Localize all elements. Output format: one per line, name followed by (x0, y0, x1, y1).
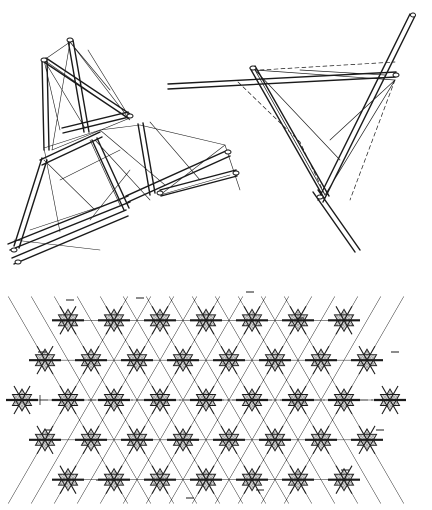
shaded-triangle (241, 473, 263, 492)
tensegrity-cluster-drawing (7, 37, 241, 265)
shaded-triangle (218, 354, 240, 373)
shaded-triangle (287, 473, 309, 492)
shaded-triangle (149, 314, 171, 333)
shaded-triangle (103, 314, 125, 333)
shaded-triangle (287, 314, 309, 333)
tensegrity-tripod-drawing (167, 12, 416, 253)
strut-bar (289, 306, 307, 335)
shaded-triangle (80, 433, 102, 452)
strut-bar (243, 306, 261, 335)
grid-line (260, 296, 382, 504)
strut-bar (266, 425, 284, 455)
dashed-cables (237, 61, 396, 201)
shaded-triangle (287, 394, 309, 412)
shaded-triangle (34, 354, 56, 373)
strut-bar (197, 385, 215, 415)
strut-bar (59, 465, 77, 494)
shaded-triangle (356, 433, 378, 452)
strut-bar (197, 465, 215, 494)
tensegrity-plan-grid (6, 291, 406, 504)
strut-bar (82, 345, 100, 375)
shaded-triangle (356, 354, 378, 373)
shaded-triangle (195, 473, 217, 492)
strut-bar (36, 425, 54, 455)
strut-bar (36, 345, 54, 375)
strut-bar (243, 465, 261, 494)
shaded-triangle (264, 433, 286, 452)
tripod-cables (254, 69, 396, 196)
shaded-triangle (103, 473, 125, 492)
shaded-triangle (264, 354, 286, 373)
shaded-triangle (195, 314, 217, 333)
strut-bar (381, 385, 399, 415)
strut-bar (312, 425, 330, 455)
shaded-triangle (195, 394, 217, 412)
shaded-triangle (310, 433, 332, 452)
shaded-triangle (172, 433, 194, 452)
shaded-triangle (241, 394, 263, 412)
shaded-triangle (172, 354, 194, 373)
shaded-triangle (80, 354, 102, 373)
shaded-triangle (218, 433, 240, 452)
shaded-triangle (333, 473, 355, 492)
strut-bar (312, 345, 330, 375)
strut-bar (105, 465, 123, 494)
shaded-triangle (57, 473, 79, 492)
strut-bars (7, 39, 238, 265)
shaded-triangle (103, 394, 125, 412)
shaded-triangle (126, 354, 148, 373)
strut-bar (335, 385, 353, 415)
strut-bar (59, 385, 77, 415)
strut-bar (243, 385, 261, 415)
shaded-triangle (126, 433, 148, 452)
strut-bar (151, 306, 169, 335)
shaded-triangle (11, 394, 33, 412)
strut-bar (59, 306, 77, 335)
shaded-triangle (310, 354, 332, 373)
shaded-triangle (149, 473, 171, 492)
strut-bar (174, 345, 192, 375)
strut-bar (358, 345, 376, 375)
strut-bar (335, 465, 353, 494)
shaded-triangle (149, 394, 171, 412)
shaded-triangle (34, 433, 56, 452)
strut-bar (289, 385, 307, 415)
strut-end-caps (10, 37, 240, 265)
shaded-triangle (57, 314, 79, 333)
strut-bar (289, 465, 307, 494)
strut-bar (151, 465, 169, 494)
tripod-end-caps (249, 12, 416, 200)
strut-bar (128, 425, 146, 455)
shaded-triangle (241, 314, 263, 333)
tripod-struts (167, 13, 416, 253)
shaded-triangle (57, 394, 79, 412)
strut-bar (220, 425, 238, 455)
shaded-triangle (333, 314, 355, 333)
shaded-triangle (379, 394, 401, 412)
strut-bar (220, 345, 238, 375)
strut-bar (174, 425, 192, 455)
shaded-triangle (333, 394, 355, 412)
strut-bar (105, 385, 123, 415)
strut-bar (197, 306, 215, 335)
strut-bar (358, 425, 376, 455)
strut-bar (128, 345, 146, 375)
strut-bar (82, 425, 100, 455)
grid-line (122, 296, 244, 504)
strut-bar (266, 345, 284, 375)
strut-bar (335, 306, 353, 335)
strut-bar (151, 385, 169, 415)
strut-bar (105, 306, 123, 335)
strut-bar (13, 385, 31, 415)
